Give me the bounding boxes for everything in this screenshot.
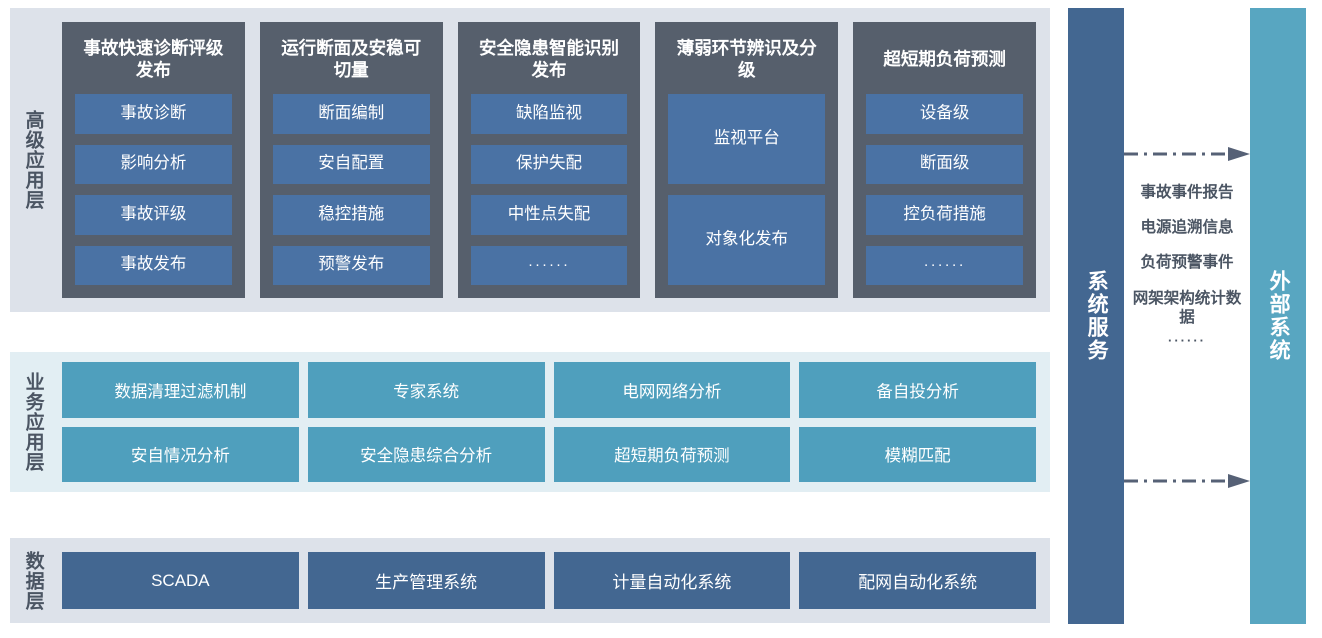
advanced-item-neutral-point-mismatch[interactable]: 中性点失配 <box>470 195 628 235</box>
advanced-item-safety-auto-config[interactable]: 安自配置 <box>272 144 430 184</box>
business-item-hazard-comprehensive-analysis[interactable]: 安全隐患综合分析 <box>307 426 545 482</box>
advanced-column-5-title: 超短期负荷预测 <box>883 48 1006 69</box>
business-item-fuzzy-matching[interactable]: 模糊匹配 <box>799 426 1036 482</box>
flow-label-grid-structure-statistics: 网架架构统计数据 <box>1132 289 1242 326</box>
flow-label-list: 事故事件报告 电源追溯信息 负荷预警事件 网架架构统计数据 ······ <box>1124 183 1250 349</box>
advanced-item-device-level[interactable]: 设备级 <box>866 94 1023 134</box>
flow-label-power-source-tracing-info: 电源追溯信息 <box>1140 219 1234 237</box>
advanced-column-2[interactable]: 运行断面及安稳可切量 断面编制 安自配置 稳控措施 预警发布 <box>259 22 443 298</box>
flow-label-accident-event-report: 事故事件报告 <box>1140 184 1234 201</box>
advanced-item-accident-release[interactable]: 事故发布 <box>75 245 232 285</box>
advanced-item-stability-control[interactable]: 稳控措施 <box>272 195 430 235</box>
advanced-column-2-title: 运行断面及安稳可切量 <box>281 37 422 80</box>
advanced-item-protection-mismatch[interactable]: 保护失配 <box>470 144 628 184</box>
advanced-item-impact-analysis[interactable]: 影响分析 <box>75 144 232 184</box>
data-layer-body: SCADA 生产管理系统 计量自动化系统 配网自动化系统 <box>56 538 1050 623</box>
advanced-column-1[interactable]: 事故快速诊断评级发布 事故诊断 影响分析 事故评级 事故发布 <box>62 22 245 298</box>
advanced-column-4-items: 监视平台 对象化发布 <box>668 94 826 285</box>
advanced-column-4[interactable]: 薄弱环节辨识及分级 监视平台 对象化发布 <box>655 22 839 298</box>
business-item-ultra-short-term-load-forecast[interactable]: 超短期负荷预测 <box>553 426 791 482</box>
advanced-column-4-title: 薄弱环节辨识及分级 <box>676 37 817 80</box>
advanced-application-layer: 高级应用层 事故快速诊断评级发布 事故诊断 影响分析 事故评级 事故发布 运行断… <box>10 8 1050 312</box>
business-row-1: 数据清理过滤机制 专家系统 电网网络分析 备自投分析 <box>62 362 1036 418</box>
advanced-item-section-level[interactable]: 断面级 <box>866 144 1023 184</box>
advanced-item-monitoring-platform[interactable]: 监视平台 <box>668 94 826 184</box>
advanced-layer-body: 事故快速诊断评级发布 事故诊断 影响分析 事故评级 事故发布 运行断面及安稳可切… <box>56 8 1050 312</box>
business-layer-label: 业务应用层 <box>22 372 44 472</box>
advanced-item-section-compilation[interactable]: 断面编制 <box>272 94 430 134</box>
flow-label-load-warning-event: 负荷预警事件 <box>1140 254 1234 272</box>
advanced-item-accident-rating[interactable]: 事故评级 <box>75 195 232 235</box>
business-row-2: 安自情况分析 安全隐患综合分析 超短期负荷预测 模糊匹配 <box>62 426 1036 482</box>
business-item-expert-system[interactable]: 专家系统 <box>307 362 545 418</box>
external-system-bar[interactable]: 外部系统 <box>1250 8 1306 624</box>
advanced-item-load-control-measures[interactable]: 控负荷措施 <box>866 195 1023 235</box>
advanced-item-accident-diagnosis[interactable]: 事故诊断 <box>75 94 232 134</box>
advanced-layer-label: 高级应用层 <box>22 110 44 210</box>
advanced-item-more-ellipsis[interactable]: ······ <box>470 245 628 285</box>
data-layer: 数据层 SCADA 生产管理系统 计量自动化系统 配网自动化系统 <box>10 538 1050 623</box>
advanced-column-5[interactable]: 超短期负荷预测 设备级 断面级 控负荷措施 ······ <box>853 22 1036 298</box>
advanced-column-2-items: 断面编制 安自配置 稳控措施 预警发布 <box>272 94 430 285</box>
data-item-production-management-system[interactable]: 生产管理系统 <box>307 552 545 609</box>
advanced-item-object-oriented-release[interactable]: 对象化发布 <box>668 195 826 285</box>
data-item-scada[interactable]: SCADA <box>62 552 299 609</box>
business-item-safety-auto-analysis[interactable]: 安自情况分析 <box>62 426 299 482</box>
business-item-grid-network-analysis[interactable]: 电网网络分析 <box>553 362 791 418</box>
business-item-backup-auto-switch-analysis[interactable]: 备自投分析 <box>799 362 1036 418</box>
flow-arrow-top-icon <box>1124 147 1250 161</box>
flow-arrow-bottom-icon <box>1124 474 1250 488</box>
advanced-column-5-items: 设备级 断面级 控负荷措施 ······ <box>866 94 1023 285</box>
advanced-item-defect-monitoring[interactable]: 缺陷监视 <box>470 94 628 134</box>
data-layer-label: 数据层 <box>22 550 44 611</box>
advanced-column-1-items: 事故诊断 影响分析 事故评级 事故发布 <box>75 94 232 285</box>
business-item-data-cleaning[interactable]: 数据清理过滤机制 <box>62 362 299 418</box>
advanced-item-more-ellipsis-2[interactable]: ······ <box>866 245 1023 285</box>
data-item-metering-automation-system[interactable]: 计量自动化系统 <box>553 552 791 609</box>
business-layer-body: 数据清理过滤机制 专家系统 电网网络分析 备自投分析 安自情况分析 安全隐患综合… <box>56 352 1050 492</box>
advanced-column-3-title: 安全隐患智能识别发布 <box>478 37 619 80</box>
flow-connector-area: 事故事件报告 电源追溯信息 负荷预警事件 网架架构统计数据 ······ <box>1124 8 1250 624</box>
advanced-column-3-items: 缺陷监视 保护失配 中性点失配 ······ <box>470 94 628 285</box>
advanced-item-early-warning-release[interactable]: 预警发布 <box>272 245 430 285</box>
advanced-column-3[interactable]: 安全隐患智能识别发布 缺陷监视 保护失配 中性点失配 ······ <box>457 22 641 298</box>
flow-label-ellipsis: ······ <box>1168 333 1206 349</box>
advanced-column-1-title: 事故快速诊断评级发布 <box>83 37 224 80</box>
system-service-bar[interactable]: 系统服务 <box>1068 8 1124 624</box>
business-application-layer: 业务应用层 数据清理过滤机制 专家系统 电网网络分析 备自投分析 安自情况分析 … <box>10 352 1050 492</box>
data-item-distribution-automation-system[interactable]: 配网自动化系统 <box>799 552 1036 609</box>
